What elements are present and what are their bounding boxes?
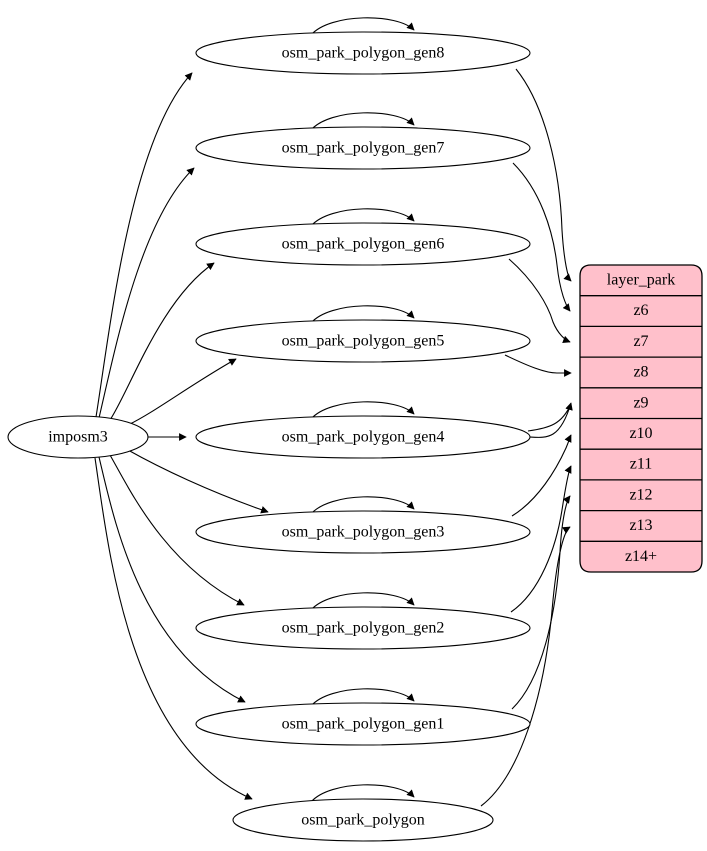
table-row-z7[interactable]: z7 <box>633 333 648 350</box>
table-row-z12[interactable]: z12 <box>629 486 652 503</box>
self-loop-gen3 <box>310 496 415 515</box>
node-shape-gen2[interactable] <box>195 606 531 650</box>
self-loop-gen6 <box>310 208 415 227</box>
node-osm_park_polygon_gen4[interactable]: osm_park_polygon_gen4 <box>195 415 531 459</box>
node-label-gen5: osm_park_polygon_gen5 <box>282 333 445 350</box>
node-label-gen4: osm_park_polygon_gen4 <box>282 429 445 446</box>
node-osm_park_polygon_gen5[interactable]: osm_park_polygon_gen5 <box>195 319 531 363</box>
node-shape-gen7[interactable] <box>195 126 531 170</box>
edge-imposm3-to-gen1 <box>98 456 246 703</box>
node-osm_park_polygon_gen2[interactable]: osm_park_polygon_gen2 <box>195 606 531 650</box>
node-shape-gen5[interactable] <box>195 319 531 363</box>
node-shape-gen4[interactable] <box>195 415 531 459</box>
layer-park-table[interactable]: layer_park z6 z7 z8 z9 z10 z11 z12 z13 z… <box>579 264 703 573</box>
node-shape-gen6[interactable] <box>195 222 531 266</box>
node-shape-imposm3[interactable] <box>7 415 149 459</box>
edge-gen8-to-z6 <box>515 68 572 282</box>
table-row-z10[interactable]: z10 <box>629 425 652 442</box>
node-shape-gen3[interactable] <box>195 510 531 554</box>
edge-gen6-to-z8 <box>508 258 571 343</box>
edge-gen2-to-z12 <box>510 465 572 613</box>
table-row-z14plus[interactable]: z14+ <box>625 548 657 565</box>
node-label-imposm3: imposm3 <box>48 429 108 446</box>
node-imposm3[interactable]: imposm3 <box>7 415 149 459</box>
edge-imposm3-to-gen3 <box>127 449 269 514</box>
node-label-gen7: osm_park_polygon_gen7 <box>282 140 445 157</box>
node-osm_park_polygon_gen7[interactable]: osm_park_polygon_gen7 <box>195 126 531 170</box>
node-label-gen2: osm_park_polygon_gen2 <box>282 620 445 637</box>
edge-gen7-to-z7 <box>512 162 571 312</box>
node-osm_park_polygon_gen1[interactable]: osm_park_polygon_gen1 <box>195 702 531 746</box>
node-osm_park_polygon[interactable]: osm_park_polygon <box>232 798 494 842</box>
edge-gen4b-to-z10 <box>527 403 572 432</box>
node-osm_park_polygon_gen3[interactable]: osm_park_polygon_gen3 <box>195 510 531 554</box>
edge-imposm3-to-gen6 <box>109 262 215 421</box>
node-shape-osm-park-polygon[interactable] <box>232 798 494 842</box>
edge-osm-park-polygon-to-z14 <box>480 526 571 807</box>
self-loop-osm-park-polygon <box>310 784 415 803</box>
self-loop-gen8 <box>310 17 415 36</box>
edge-imposm3-to-gen7 <box>98 167 195 419</box>
self-loop-gen5 <box>310 305 415 324</box>
node-label-gen3: osm_park_polygon_gen3 <box>282 524 445 541</box>
self-loop-gen7 <box>310 112 415 131</box>
node-label-gen1: osm_park_polygon_gen1 <box>282 716 445 733</box>
edge-gen4-to-z10 <box>528 402 573 438</box>
table-header-label: layer_park <box>607 272 675 289</box>
table-row-z13[interactable]: z13 <box>629 517 652 534</box>
node-osm_park_polygon_gen8[interactable]: osm_park_polygon_gen8 <box>195 31 531 75</box>
edges-to-layer-park <box>480 68 573 807</box>
node-label-gen6: osm_park_polygon_gen6 <box>282 236 445 253</box>
edge-gen1-to-z13 <box>511 495 571 710</box>
edge-gen5-to-z9 <box>504 354 572 377</box>
table-row-z6[interactable]: z6 <box>633 302 648 319</box>
node-label-gen8: osm_park_polygon_gen8 <box>282 45 445 62</box>
table-row-z9[interactable]: z9 <box>633 394 648 411</box>
table-row-z11[interactable]: z11 <box>630 456 653 473</box>
edge-gen3-to-z11 <box>511 434 572 517</box>
node-shape-gen8[interactable] <box>195 31 531 75</box>
node-shape-gen1[interactable] <box>195 702 531 746</box>
edge-imposm3-to-gen2 <box>109 454 245 606</box>
edge-imposm3-to-gen5 <box>127 358 237 426</box>
self-loop-gen1 <box>310 688 415 707</box>
self-loop-gen2 <box>310 592 415 611</box>
node-label-osm-park-polygon: osm_park_polygon <box>301 812 425 829</box>
edge-imposm3-to-osm-park-polygon <box>94 457 253 800</box>
edges-from-imposm3 <box>94 72 269 800</box>
edge-imposm3-to-gen8 <box>95 72 193 418</box>
self-loops <box>310 17 415 803</box>
table-row-z8[interactable]: z8 <box>633 364 648 381</box>
self-loop-gen4 <box>310 401 415 420</box>
node-osm_park_polygon_gen6[interactable]: osm_park_polygon_gen6 <box>195 222 531 266</box>
